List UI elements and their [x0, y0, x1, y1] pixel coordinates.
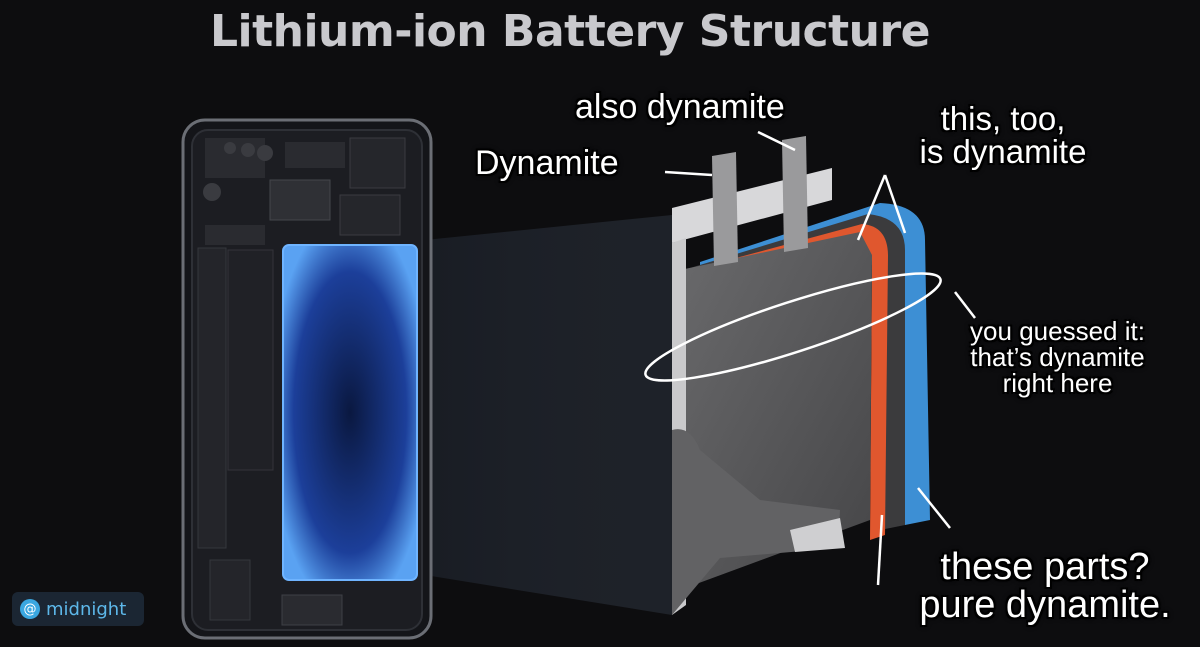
pointer-lines — [644, 130, 976, 586]
cell-fold — [672, 429, 840, 615]
label-dynamite: Dynamite — [475, 144, 619, 182]
label-this-too-line1: this, too, — [940, 100, 1066, 137]
label-also-dynamite: also dynamite — [575, 88, 785, 126]
tab-left — [712, 152, 738, 266]
label-guessed: you guessed it: that’s dynamite right he… — [940, 318, 1175, 396]
at-sign-icon: @ — [20, 599, 40, 619]
label-these-parts-line2: pure dynamite. — [919, 584, 1171, 626]
camera-lens — [224, 142, 236, 154]
watermark-badge: @ midnight — [12, 592, 144, 626]
label-guessed-line2: that’s dynamite — [970, 342, 1145, 372]
watermark-text: midnight — [46, 598, 127, 620]
page-title: Lithium-ion Battery Structure — [209, 6, 931, 57]
label-this-too-line2: is dynamite — [919, 133, 1087, 170]
label-guessed-line3: right here — [1002, 368, 1113, 398]
tab-right — [782, 136, 808, 252]
battery-cell — [672, 136, 930, 615]
label-these-parts-line1: these parts? — [940, 546, 1150, 588]
label-this-too: this, too, is dynamite — [888, 102, 1118, 168]
blue-separator-layer — [700, 203, 930, 525]
label-guessed-line1: you guessed it: — [970, 316, 1145, 346]
phone-outline — [181, 118, 433, 640]
label-these-parts: these parts? pure dynamite. — [905, 548, 1185, 624]
phone-battery — [282, 244, 418, 581]
highlight-ellipse — [644, 272, 942, 382]
projection-beam — [425, 215, 672, 615]
